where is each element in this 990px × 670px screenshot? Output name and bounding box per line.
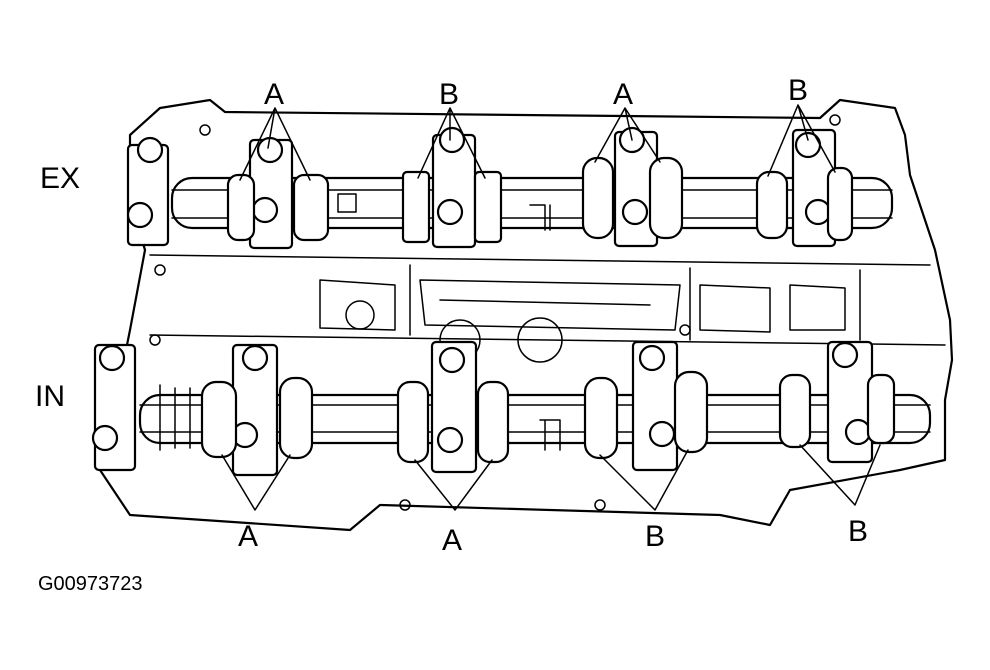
callout-ex-2: B (439, 78, 459, 111)
ex-cam-lobe (226, 173, 256, 242)
in-cam-lobe (278, 376, 314, 460)
callout-in-3: B (645, 520, 665, 553)
in-cam-lobe (200, 380, 238, 459)
in-cam-lobe (396, 380, 430, 464)
in-cam-lobe (778, 373, 812, 449)
intake-camshaft (91, 340, 932, 477)
callout-in-2: A (442, 524, 462, 557)
callout-in-1: A (238, 520, 258, 553)
callout-ex-1: A (264, 78, 284, 111)
ex-cam-lobe (292, 173, 330, 242)
figure-code: G00973723 (38, 573, 143, 595)
ex-cam-lobe (401, 170, 431, 244)
exhaust-label: EX (40, 162, 80, 195)
in-cam-lobe (673, 370, 709, 454)
in-cam-lobe (866, 373, 896, 445)
ex-cam-lobe (473, 170, 503, 244)
ex-cam-lobe (755, 170, 789, 240)
in-cam-lobe (476, 380, 510, 464)
ex-cam-lobe (648, 156, 684, 240)
leader-lines (221, 104, 881, 511)
in-cam-lobe (583, 376, 619, 460)
ex-cam-lobe (581, 156, 615, 240)
ex-cam-lobe (826, 166, 854, 242)
intake-label: IN (35, 380, 65, 413)
callout-in-4: B (848, 515, 868, 548)
callout-ex-3: A (613, 78, 633, 111)
callout-ex-4: B (788, 74, 808, 107)
exhaust-camshaft (126, 126, 894, 250)
